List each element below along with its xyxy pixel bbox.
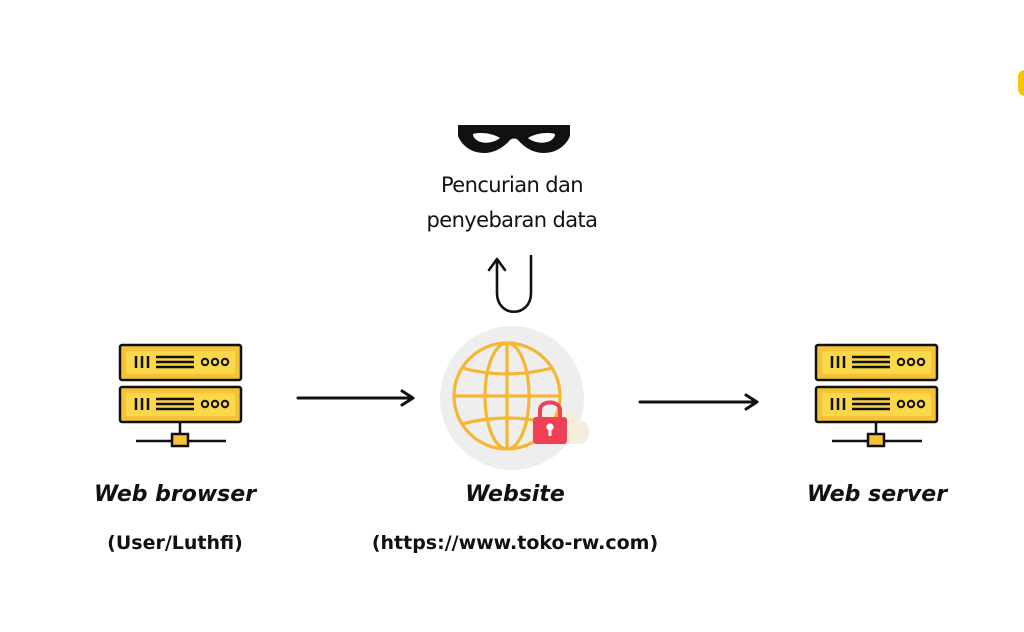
arrow-browser-to-website: [296, 389, 415, 407]
browser-subtitle: (User/Luthfi): [107, 532, 243, 554]
server-title: Web server: [806, 482, 948, 507]
website-title: Website: [465, 482, 565, 507]
corner-accent-shape: [1018, 70, 1024, 96]
u-turn-arrow-icon: [487, 254, 533, 314]
arrow-website-to-server: [638, 393, 759, 411]
globe-lock-icon: [440, 326, 590, 470]
attacker-label-line1: Pencurian dan: [440, 173, 584, 197]
website-subtitle: (https://www.toko-rw.com): [371, 532, 659, 554]
web-server-icon: [814, 343, 939, 448]
attacker-label-line2: penyebaran data: [426, 208, 599, 232]
browser-title: Web browser: [93, 482, 257, 507]
browser-server-icon: [118, 343, 243, 448]
mask-icon: [458, 125, 570, 153]
